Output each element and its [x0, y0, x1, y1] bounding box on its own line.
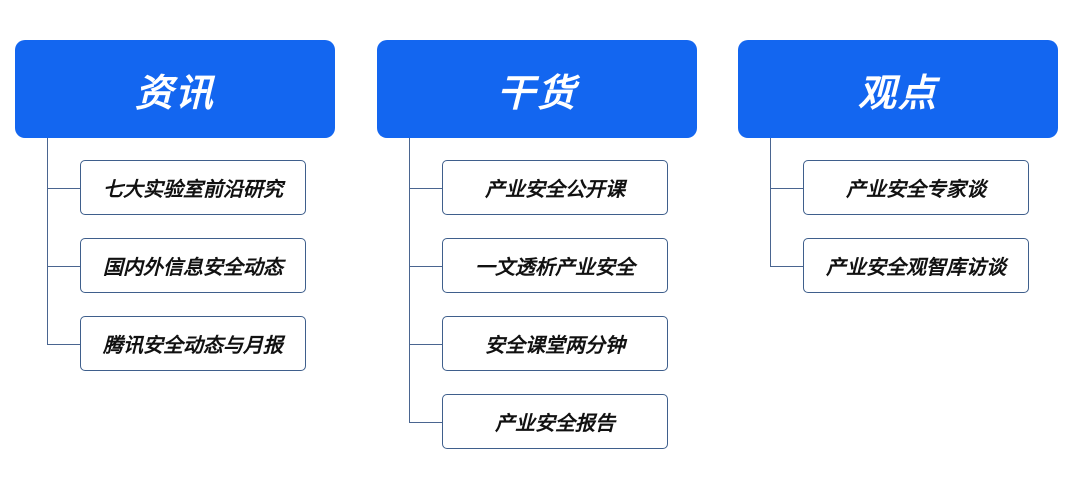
- item-think-tank-interview: 产业安全观智库访谈: [803, 238, 1029, 293]
- item-expert-talk: 产业安全专家谈: [803, 160, 1029, 215]
- column-news: 资讯 七大实验室前沿研究 国内外信息安全动态 腾讯安全动态与月报: [15, 0, 335, 478]
- item-two-minute-class: 安全课堂两分钟: [442, 316, 668, 371]
- connector-branch: [47, 188, 81, 189]
- item-industry-report: 产业安全报告: [442, 394, 668, 449]
- header-news: 资讯: [15, 40, 335, 138]
- connector-branch: [409, 344, 443, 345]
- connector-trunk: [409, 138, 410, 422]
- item-security-news: 国内外信息安全动态: [80, 238, 306, 293]
- item-deep-analysis: 一文透析产业安全: [442, 238, 668, 293]
- connector-branch: [409, 266, 443, 267]
- header-practical: 干货: [377, 40, 697, 138]
- header-opinion: 观点: [738, 40, 1058, 138]
- item-open-course: 产业安全公开课: [442, 160, 668, 215]
- connector-branch: [409, 188, 443, 189]
- column-opinion: 观点 产业安全专家谈 产业安全观智库访谈: [738, 0, 1058, 478]
- item-tencent-monthly: 腾讯安全动态与月报: [80, 316, 306, 371]
- connector-branch: [47, 266, 81, 267]
- item-lab-research: 七大实验室前沿研究: [80, 160, 306, 215]
- connector-trunk: [770, 138, 771, 266]
- connector-trunk: [47, 138, 48, 344]
- column-practical: 干货 产业安全公开课 一文透析产业安全 安全课堂两分钟 产业安全报告: [377, 0, 697, 478]
- connector-branch: [770, 266, 804, 267]
- connector-branch: [409, 422, 443, 423]
- connector-branch: [47, 344, 81, 345]
- connector-branch: [770, 188, 804, 189]
